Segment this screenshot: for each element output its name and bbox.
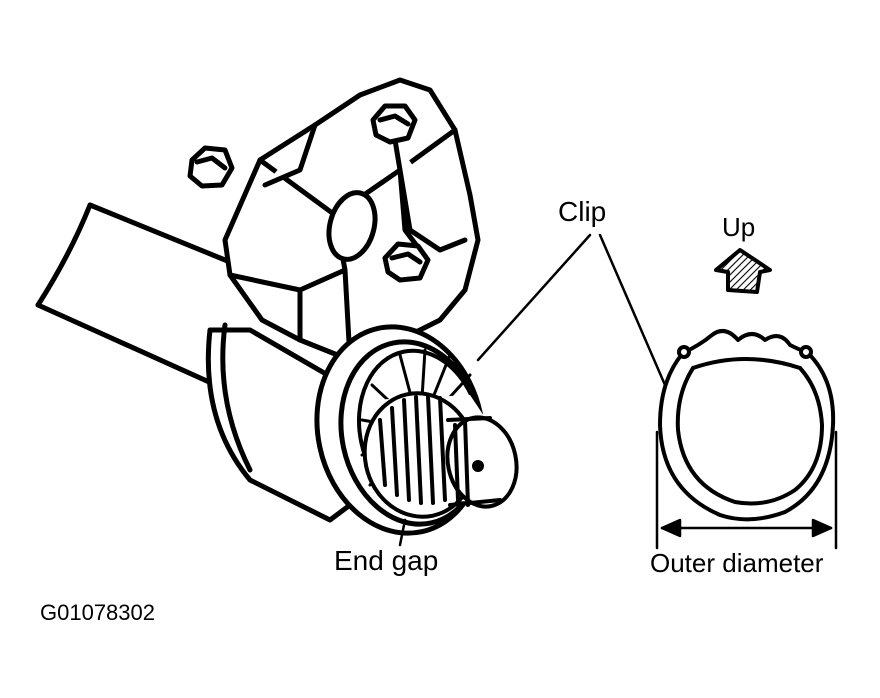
mounting-bracket [222,77,481,363]
bolt-left [187,145,235,189]
end-gap-leader [398,518,407,547]
clip-detail [658,329,836,522]
up-label: Up [722,212,756,242]
clip-leader-lines [476,233,667,387]
clip-label: Clip [558,196,607,227]
bolt-middle [382,241,431,283]
outer-diameter-label: Outer diameter [650,548,824,578]
axle-shaft [35,202,241,398]
figure-id-label: G01078302 [40,600,155,625]
end-gap-label: End gap [334,545,439,576]
bolt-top [370,103,418,145]
outer-diameter-dimension [655,430,838,550]
splined-shaft-end [362,391,519,519]
up-arrow-icon [714,248,772,294]
